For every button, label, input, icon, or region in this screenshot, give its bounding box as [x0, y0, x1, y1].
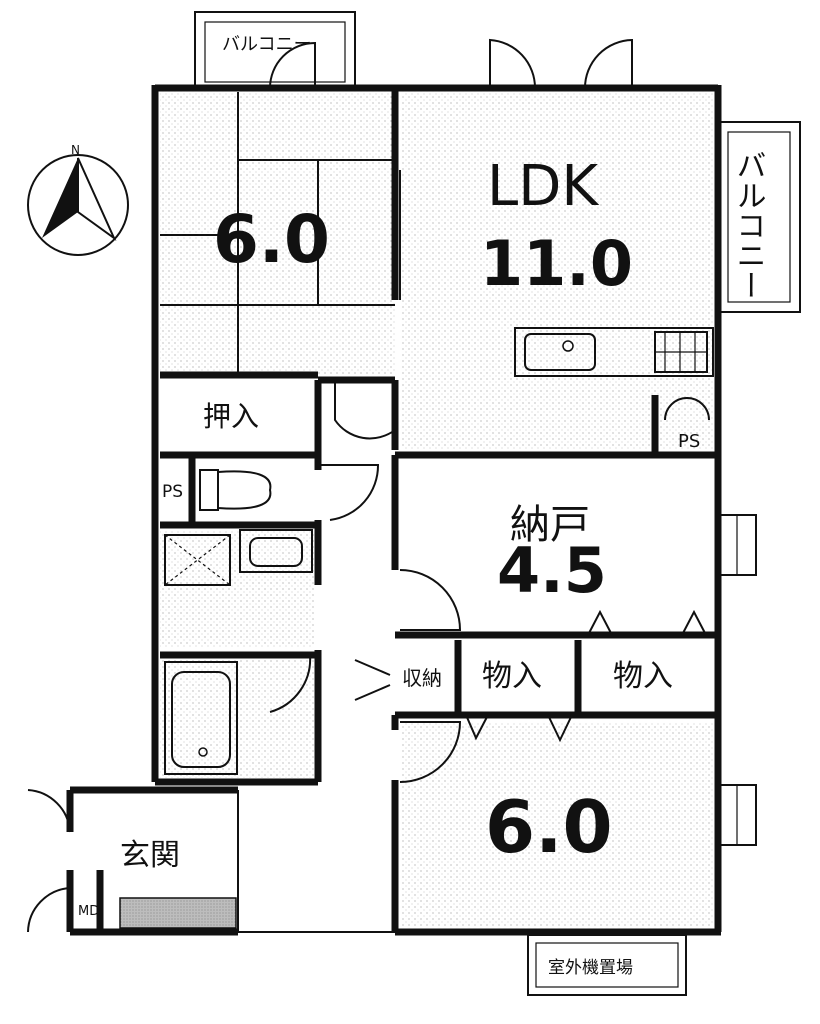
shower-tray-icon [164, 534, 231, 586]
compass-north-label: N [71, 143, 80, 157]
balcony-top-label: バルコニー [222, 34, 312, 55]
ldk-floor [402, 90, 714, 450]
balcony-top [194, 11, 356, 89]
nando-size: 4.5 [497, 534, 607, 607]
washitsu-floor [160, 90, 395, 375]
toilet-icon [199, 469, 272, 511]
outdoor-unit-area [527, 934, 687, 996]
md-label: MD [78, 904, 99, 919]
ps-right-label: PS [678, 431, 700, 452]
bedroom-floor [402, 722, 714, 927]
ps-left-label: PS [162, 482, 183, 502]
washroom-floor [160, 530, 315, 648]
bathtub-icon [164, 661, 238, 775]
ldk-name: LDK [487, 154, 599, 219]
balcony-right [717, 121, 801, 313]
oshiire-label: 押入 [203, 400, 259, 433]
washitsu-size: 6.0 [213, 201, 330, 278]
shuno-label: 収納 [402, 666, 442, 690]
outdoor-unit-label: 室外機置場 [548, 958, 633, 978]
monoire-2-label: 物入 [613, 659, 673, 694]
washbasin-icon [239, 529, 313, 573]
balcony-right-label: バルコニー [731, 150, 766, 300]
monoire-1-label: 物入 [482, 659, 542, 694]
nando-name: 納戸 [510, 502, 590, 548]
bedroom-size: 6.0 [485, 785, 613, 869]
doors [27, 38, 710, 933]
tatami-lines [160, 92, 395, 375]
kitchen-counter-icon [514, 327, 714, 377]
shoe-box-icon [119, 897, 237, 929]
genkan-label: 玄関 [120, 838, 180, 873]
windows [394, 170, 757, 846]
ldk-size: 11.0 [480, 227, 633, 300]
compass-icon [27, 154, 129, 256]
